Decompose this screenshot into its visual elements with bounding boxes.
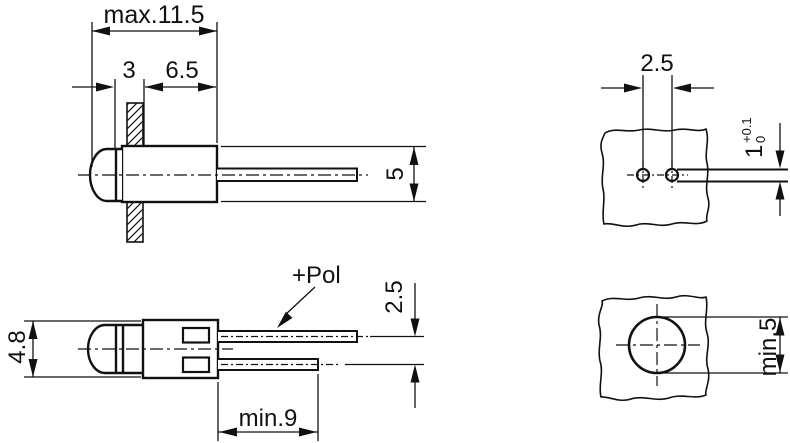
arrowhead-right xyxy=(299,427,317,437)
arrowhead-left xyxy=(92,26,110,36)
dim-total-length: max.11.5 xyxy=(104,1,205,29)
arrowhead-up xyxy=(775,317,785,336)
view-panel-cutout: min.5 xyxy=(597,294,788,402)
panel-outline xyxy=(597,294,710,402)
polarity-label: +Pol xyxy=(292,262,341,289)
pcb-board-outline xyxy=(600,128,710,228)
dim-lead-pitch: 2.5 xyxy=(381,280,408,313)
dim-lead-length: min.9 xyxy=(239,405,298,432)
dim-lamp-diameter: 4.8 xyxy=(4,330,31,363)
dim-cutout-group: min.5 xyxy=(755,318,782,377)
arrowhead-up xyxy=(409,147,419,165)
arrowhead-left xyxy=(219,427,237,437)
arrowhead-right xyxy=(199,26,217,36)
view-pcb-holes: 2.5 1 +0.1 0 xyxy=(600,50,788,228)
tolerance-upper: +0.1 xyxy=(739,117,754,143)
dim-diameter-group: 5 xyxy=(382,167,409,180)
arrowhead-up xyxy=(775,181,785,200)
dim-hole-pitch: 2.5 xyxy=(640,50,673,77)
arrowhead-down xyxy=(775,354,785,373)
tolerance-lower: 0 xyxy=(753,136,768,143)
dim-lamp-diameter-group: 4.8 xyxy=(4,330,31,363)
dim-rear-length: 6.5 xyxy=(165,57,198,84)
arrowhead-right xyxy=(96,82,114,92)
arrowhead-up xyxy=(28,321,38,339)
arrowhead-down xyxy=(410,318,420,337)
view-mounted-side: max.11.5 3 6.5 5 xyxy=(72,1,426,243)
arrowhead-left xyxy=(673,83,691,93)
arrowhead-right xyxy=(624,83,642,93)
arrowhead-down xyxy=(28,359,38,377)
arrowhead-right xyxy=(198,82,216,92)
panel-section-upper xyxy=(126,102,144,147)
panel-section-lower xyxy=(126,201,144,243)
dim-hole-diameter: 1 xyxy=(741,145,768,158)
arrowhead-down xyxy=(409,183,419,202)
leader-line xyxy=(284,286,316,316)
arrowhead-up xyxy=(410,364,420,383)
dim-diameter: 5 xyxy=(382,167,409,180)
view-lamp-side: 4.8 +Pol 2.5 min.9 xyxy=(4,262,424,441)
holder-body xyxy=(120,144,219,204)
dim-front-length: 3 xyxy=(122,57,135,84)
dim-hole-diameter-group: 1 +0.1 0 xyxy=(739,117,768,158)
arrowhead-down xyxy=(775,150,785,169)
contact-window-top xyxy=(181,326,211,344)
dim-lead-pitch-group: 2.5 xyxy=(381,280,408,313)
leader-arrowhead xyxy=(277,311,293,328)
arrowhead-left xyxy=(145,82,163,92)
dim-cutout-diameter: min.5 xyxy=(755,318,782,377)
contact-window-bottom xyxy=(181,356,211,374)
